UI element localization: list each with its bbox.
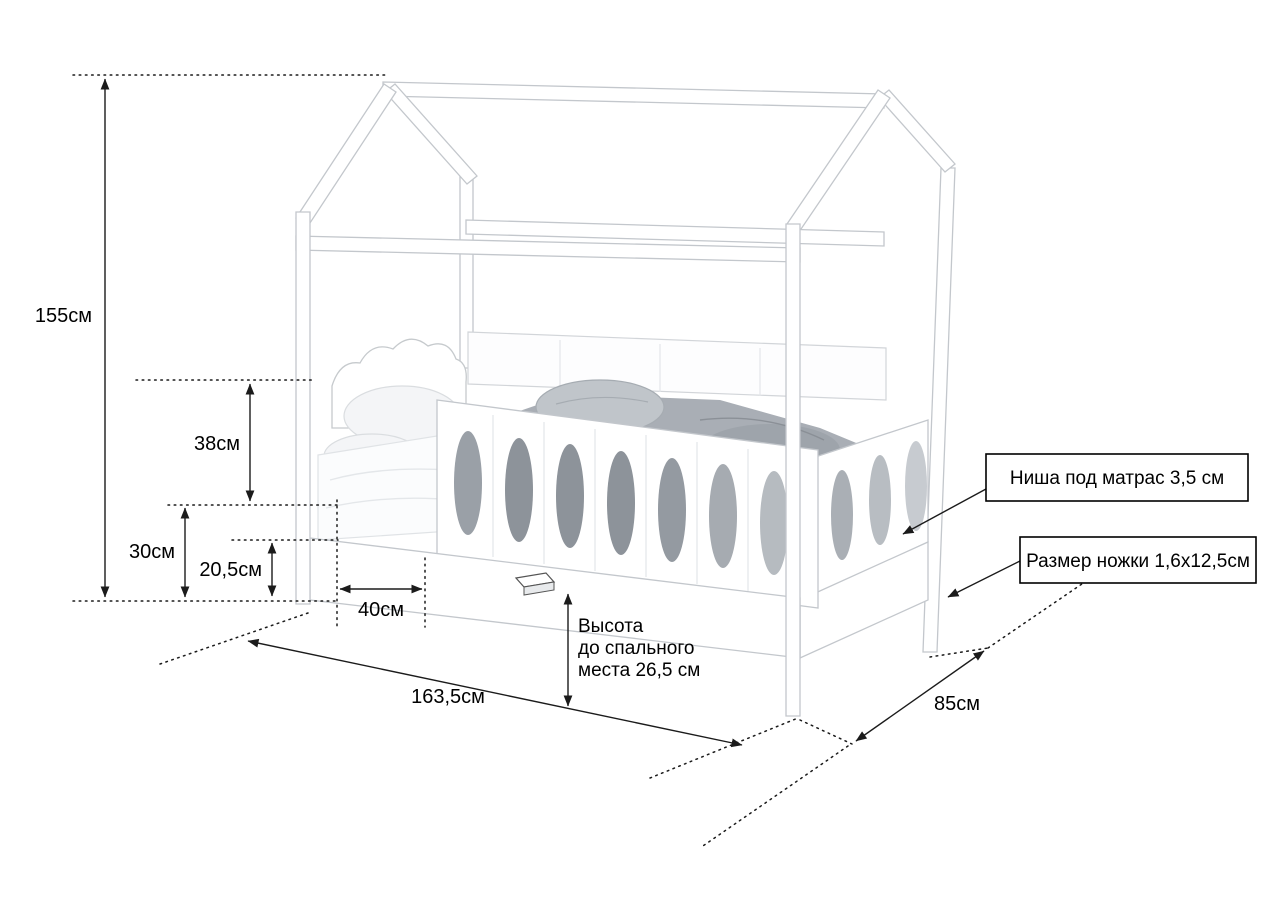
dimensions: 155см 38см 30см 20,5см 40см 163,5см 85см xyxy=(35,78,985,748)
front-safety-rail xyxy=(436,399,819,609)
ext-width-near xyxy=(699,745,849,849)
bed-illustration xyxy=(295,81,956,717)
drawer-handle xyxy=(514,572,556,596)
dim-base-height-label: 30см xyxy=(129,541,175,563)
rail-slot xyxy=(607,451,635,555)
callout-leg-size-label: Размер ножки 1,6x12,5см xyxy=(1026,551,1250,572)
dim-length-label: 163,5см xyxy=(411,686,485,708)
ridge-beam xyxy=(382,81,885,109)
dim-rail-height: 38см xyxy=(194,383,255,502)
ext-leg-to-width-near xyxy=(799,719,853,745)
callout-mattress-niche-box xyxy=(985,453,1249,502)
dim-entry-width-label: 40см xyxy=(358,599,404,621)
right-gable-front-rafter xyxy=(786,89,891,233)
dim-rail-height-label: 38см xyxy=(194,433,240,455)
ext-length-left xyxy=(159,612,309,665)
back-rail xyxy=(467,331,887,401)
rail-slot xyxy=(709,464,737,568)
sleep-height-line1: Высота xyxy=(578,616,644,637)
callout-leg-size-box xyxy=(1019,536,1257,584)
rail-slot xyxy=(760,471,788,575)
dim-under-clearance: 20,5см xyxy=(199,542,277,597)
rail-slot xyxy=(658,458,686,562)
left-gable-back-rafter xyxy=(384,83,478,185)
ext-width-far xyxy=(987,572,1099,649)
sleep-height-line2: до спального xyxy=(578,638,694,659)
left-gable-front-rafter xyxy=(295,83,397,227)
dim-width: 85см xyxy=(855,650,985,742)
back-top-beam xyxy=(465,219,885,247)
sleep-height-line3: места 26,5 см xyxy=(578,660,700,681)
right-gable-back-rafter xyxy=(878,89,956,173)
callout-mattress-niche-label: Ниша под матрас 3,5 см xyxy=(1010,468,1224,489)
foot-end-rail xyxy=(799,419,929,660)
front-left-post xyxy=(295,211,311,605)
dim-sleep-height: Высота до спального места 26,5 см xyxy=(563,593,700,707)
callout-leg-size: Размер ножки 1,6x12,5см xyxy=(947,536,1257,598)
dim-total-height: 155см xyxy=(35,78,110,598)
extension-lines xyxy=(72,74,1099,849)
dim-total-height-label: 155см xyxy=(35,305,92,327)
rail-slot xyxy=(505,438,533,542)
dim-width-label: 85см xyxy=(934,693,980,715)
front-right-post xyxy=(785,223,801,717)
ext-leg-to-width xyxy=(929,647,989,658)
rail-slot xyxy=(454,431,482,535)
callout-mattress-niche: Ниша под матрас 3,5 см xyxy=(902,453,1249,535)
rail-slot xyxy=(556,444,584,548)
dim-length: 163,5см xyxy=(247,638,743,748)
dim-base-height: 30см xyxy=(129,507,190,598)
dim-under-clearance-label: 20,5см xyxy=(199,559,262,581)
ext-length-right xyxy=(649,717,799,779)
dim-entry-width: 40см xyxy=(339,584,423,621)
